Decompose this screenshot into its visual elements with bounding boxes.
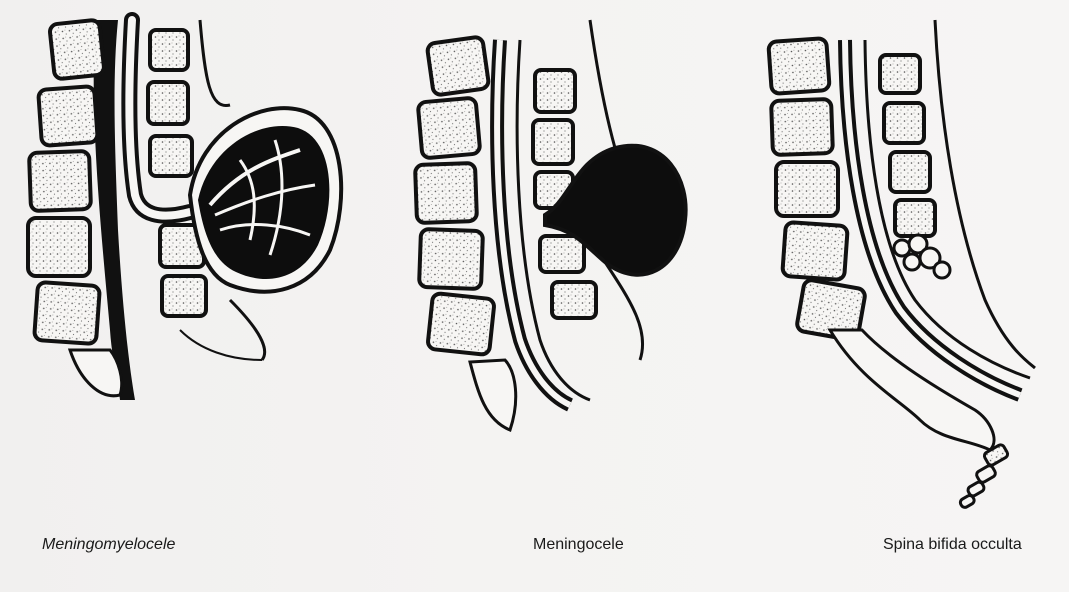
meningomyelocele-diagram [28,20,341,400]
vertebral-bodies [415,36,495,355]
posterior-elements [880,55,935,236]
meningocele-diagram [415,20,686,430]
defect-nodules [894,235,950,278]
caption-meningomyelocele: Meningomyelocele [42,536,175,554]
caption-meningocele: Meningocele [533,536,624,554]
coccyx-segments [959,443,1009,508]
vertebral-bodies [28,20,105,345]
caption-spina-bifida-occulta: Spina bifida occulta [883,536,1022,554]
spina-bifida-occulta-diagram [768,20,1035,509]
